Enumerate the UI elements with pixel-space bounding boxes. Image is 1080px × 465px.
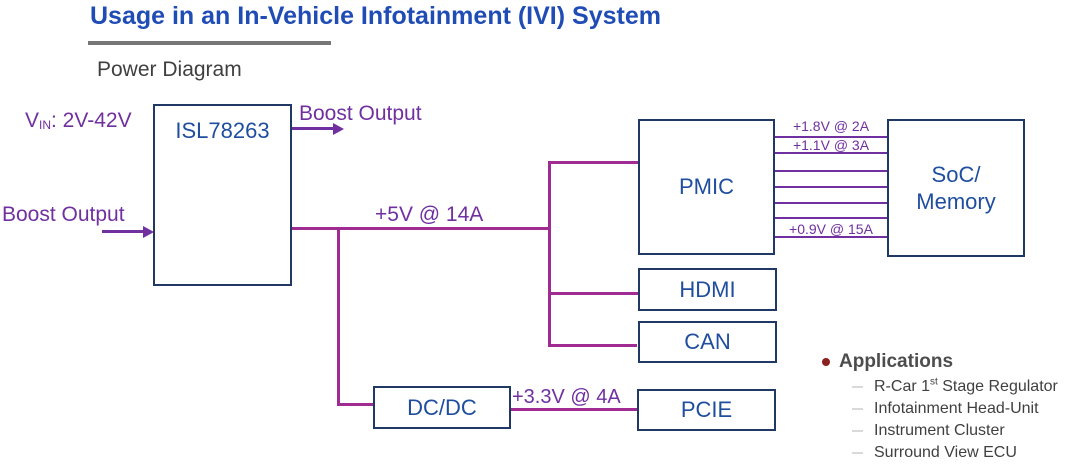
bullet-icon — [822, 358, 830, 366]
title-underline — [88, 41, 331, 45]
block-hdmi: HDMI — [638, 268, 777, 311]
block-dcdc: DC/DC — [373, 386, 511, 429]
wire-to-pmic — [548, 161, 638, 164]
application-item-label: Instrument Cluster — [874, 422, 1005, 439]
rail-0v9-label: +0.9V @ 15A — [789, 221, 873, 237]
rail-5v-label: +5V @ 14A — [375, 203, 484, 226]
application-item: Surround View ECU — [822, 442, 1078, 464]
wire-5v-main — [291, 227, 549, 230]
boost-output-top-arrow-icon — [333, 123, 344, 135]
rail-6 — [775, 217, 887, 219]
rail-1v8-label: +1.8V @ 2A — [792, 118, 870, 134]
wire-to-dcdc — [337, 403, 373, 406]
application-item-label: Infotainment Head-Unit — [874, 400, 1039, 417]
wire-to-hdmi — [548, 292, 638, 295]
applications-heading: Applications — [839, 351, 954, 372]
application-item: Infotainment Head-Unit — [822, 398, 1078, 420]
diagram-subtitle: Power Diagram — [97, 58, 242, 81]
boost-output-left-arrow-line — [102, 230, 143, 233]
boost-output-top-arrow-line — [291, 127, 333, 130]
rail-7 — [775, 236, 887, 238]
dash-icon — [852, 430, 863, 432]
applications-section: Applications R-Car 1st Stage Regulator I… — [822, 351, 1078, 464]
boost-output-top-label: Boost Output — [299, 102, 422, 125]
wire-dcdc-vertical — [337, 227, 340, 406]
application-item-label: Surround View ECU — [874, 444, 1017, 461]
wire-dcdc-to-pcie — [511, 408, 637, 411]
rail-3v3-label: +3.3V @ 4A — [512, 386, 621, 408]
rail-2 — [775, 152, 887, 154]
block-regulator: ISL78263 — [153, 104, 292, 286]
vin-base: V — [25, 109, 40, 132]
rail-3 — [775, 170, 887, 172]
block-pcie: PCIE — [637, 389, 776, 431]
boost-output-left-arrow-icon — [143, 226, 154, 238]
soc-label-line1: SoC/ — [931, 161, 981, 187]
rail-4 — [775, 186, 887, 188]
application-item: R-Car 1st Stage Regulator — [822, 376, 1078, 398]
block-pmic: PMIC — [638, 119, 775, 255]
rail-1v1-label: +1.1V @ 3A — [792, 137, 870, 153]
application-item: Instrument Cluster — [822, 420, 1078, 442]
dash-icon — [852, 452, 863, 454]
vin-subscript: IN — [39, 118, 52, 132]
boost-output-left-label: Boost Output — [2, 203, 125, 226]
application-item-label: R-Car 1st Stage Regulator — [874, 376, 1058, 395]
soc-label-line2: Memory — [916, 189, 996, 214]
rail-1 — [775, 136, 887, 138]
dash-icon — [852, 386, 863, 388]
vin-range-label: VIN: 2V-42V — [25, 109, 132, 133]
rail-5 — [775, 202, 887, 204]
page-title: Usage in an In-Vehicle Infotainment (IVI… — [90, 2, 661, 30]
applications-heading-row: Applications — [822, 351, 1078, 373]
block-soc-memory: SoC/Memory — [887, 119, 1025, 257]
vin-range: : 2V-42V — [51, 109, 132, 132]
wire-junction-vertical — [548, 161, 551, 347]
wire-to-can — [548, 344, 637, 347]
block-can: CAN — [638, 321, 777, 363]
dash-icon — [852, 408, 863, 410]
